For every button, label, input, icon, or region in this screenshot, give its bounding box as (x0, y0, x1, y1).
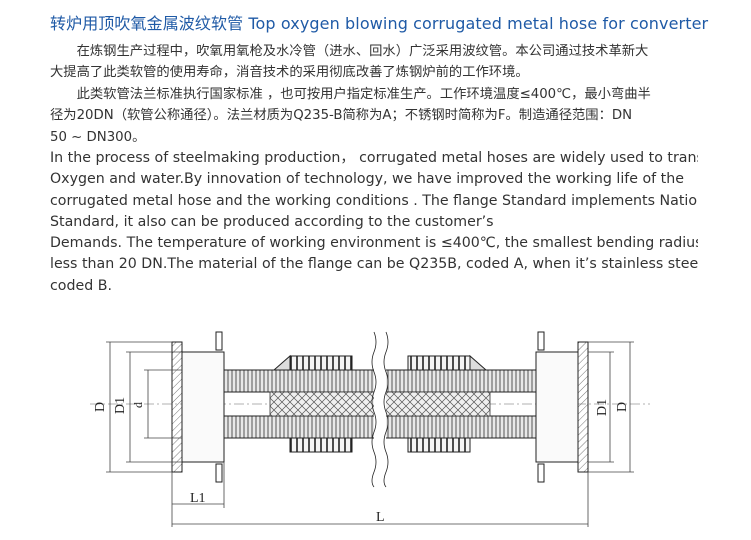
label-D1-right: D1 (595, 399, 610, 416)
text-line: Demands. The temperature of working envi… (50, 235, 698, 251)
label-D-right: D (615, 402, 630, 412)
text-line: 50 ~ DN300。 (50, 129, 146, 145)
chinese-paragraph-2: 此类软管法兰标准执行国家标准 ，也可按用户指定标准生产。工作环境温度≤400℃，… (50, 84, 698, 148)
text-line: less than 20 DN.The material of the flan… (50, 256, 698, 273)
collar (469, 354, 488, 371)
break-line (371, 331, 377, 488)
center-break (374, 330, 386, 490)
bottom-dimensions (171, 462, 589, 527)
text-line: Oxygen and water.By innovation of techno… (50, 171, 684, 188)
hose-technical-drawing: D D1 d D1 D L1 L (90, 330, 650, 527)
text-line: 在炼钢生产过程中，吹氧用氧枪及水冷管（进水、回水）广泛采用波纹管。本公司通过技术… (50, 44, 649, 59)
text-line: corrugated metal hose and the working co… (50, 192, 698, 209)
bellows-left-top (289, 355, 353, 371)
page-title: 转炉用顶吹氧金属波纹软管 Top oxygen blowing corrugat… (50, 14, 709, 33)
label-D1-left: D1 (113, 397, 128, 414)
chinese-paragraph-1: 在炼钢生产过程中，吹氧用氧枪及水冷管（进水、回水）广泛采用波纹管。本公司通过技术… (50, 41, 698, 84)
english-paragraph-1: In the process of steelmaking production… (50, 148, 698, 233)
bellows-left-bottom (289, 437, 353, 453)
left-flange-neck (181, 351, 225, 463)
right-bolt (537, 463, 545, 483)
label-D-left: D (93, 402, 108, 412)
label-d: d (131, 402, 145, 408)
right-flange-neck (535, 351, 579, 463)
left-bolt (215, 331, 223, 351)
left-dimensions (106, 341, 182, 473)
bellows-right-top (407, 355, 471, 371)
right-dimensions (588, 341, 634, 473)
collar (272, 354, 291, 371)
text-line: 大提高了此类软管的使用寿命，消音技术的采用彻底改善了炼钢炉前的工作环境。 (50, 65, 529, 81)
text-line: 此类软管法兰标准执行国家标准 ，也可按用户指定标准生产。工作环境温度≤400℃，… (50, 87, 651, 102)
text-line: 径为20DN（软管公称通径）。法兰材质为Q235-B简称为A；不锈钢时简称为F。… (50, 108, 633, 124)
right-flange (577, 341, 589, 473)
left-flange (171, 341, 183, 473)
text-line: coded B. (50, 277, 112, 294)
left-bolt (215, 463, 223, 483)
label-L1: L1 (190, 491, 206, 506)
text-line: Standard, it also can be produced accord… (50, 213, 494, 230)
break-line (383, 331, 389, 488)
english-paragraph-2: Demands. The temperature of working envi… (50, 233, 698, 297)
right-bolt (537, 331, 545, 351)
text-line: In the process of steelmaking production… (50, 150, 698, 166)
bellows-right-bottom (407, 437, 471, 453)
label-L: L (376, 510, 385, 525)
